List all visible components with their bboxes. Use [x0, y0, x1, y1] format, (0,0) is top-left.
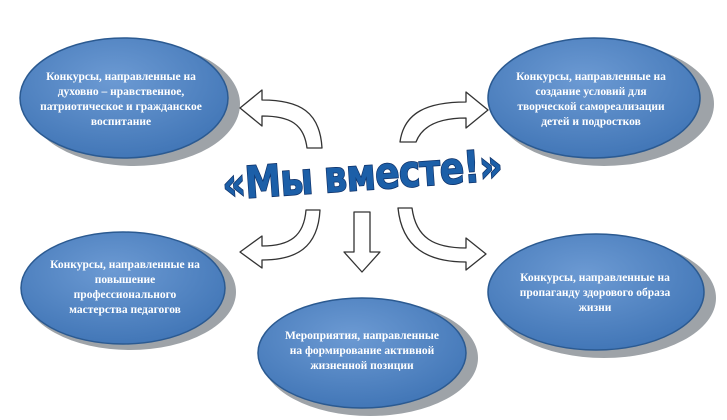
title-wordart: «Мы вместе!»: [221, 140, 504, 210]
arrow-down: [343, 211, 381, 273]
arrow-down-right: [397, 207, 487, 271]
ellipse-top-right: [487, 37, 701, 159]
ellipse-bottom: [257, 297, 467, 409]
arrow-down-left: [239, 209, 321, 269]
ellipse-top-left: [19, 37, 229, 159]
ellipse-middle-right: [487, 233, 705, 351]
arrow-up-right: [399, 91, 489, 143]
node-text-middle-right: Конкурсы, направленные на пропаганду здо…: [519, 271, 671, 314]
ellipse-middle-left: [20, 231, 226, 345]
node-text-bottom: Мероприятия, направленные на формировани…: [284, 329, 439, 372]
node-text-middle-left: Конкурсы, направленные на повышение проф…: [50, 259, 200, 316]
arrow-up-left: [239, 89, 323, 149]
node-text-top-right: Конкурсы, направленные на создание услов…: [516, 71, 666, 128]
node-text-top-left: Конкурсы, направленные на духовно – нрав…: [40, 71, 202, 128]
